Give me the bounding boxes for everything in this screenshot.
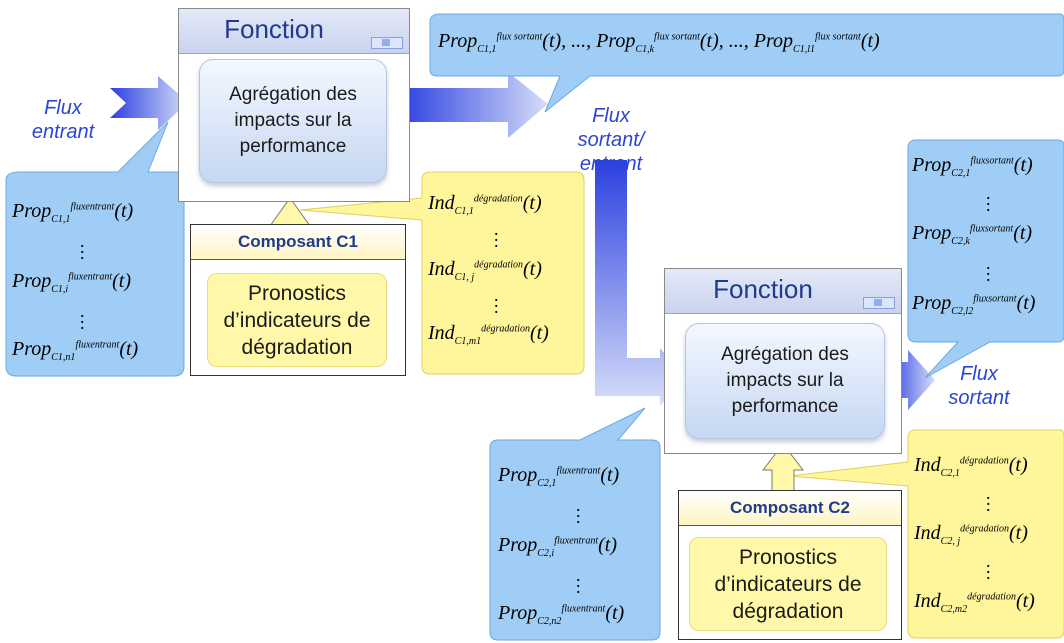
bottom-function-header: Fonction	[665, 269, 901, 314]
top-component-box: Composant C1 Pronostics d’indicateurs de…	[190, 224, 406, 376]
bottom-ind-3: IndC2,m2dégradation(t)	[914, 590, 1035, 615]
bottom-function-box: Fonction Agrégation des impacts sur la p…	[664, 268, 902, 454]
top-in-prop-3: PropC1,n1fluxentrant(t)	[12, 338, 139, 363]
bottom-out-dots-2: ...	[986, 253, 991, 285]
top-in-dots-2: ...	[80, 301, 85, 333]
flux-down-arrow	[595, 160, 684, 406]
top-aggregation-box: Agrégation des impacts sur la performanc…	[199, 59, 387, 183]
window-icon	[371, 37, 403, 49]
bottom-in-dots-1: ...	[576, 495, 581, 527]
bottom-in-prop-1: PropC2,1fluxentrant(t)	[498, 464, 620, 489]
top-in-prop-2: PropC1,ifluxentrant(t)	[12, 270, 131, 295]
top-ind-3: IndC1,m1dégradation(t)	[428, 322, 549, 347]
bottom-component-box: Composant C2 Pronostics d’indicateurs de…	[678, 490, 902, 640]
bottom-in-prop-3: PropC2,n2fluxentrant(t)	[498, 602, 625, 627]
top-ind-dots-2: ...	[494, 285, 499, 317]
bottom-ind-dots-1: ...	[986, 483, 991, 515]
bottom-function-title: Fonction	[713, 274, 813, 304]
bottom-out-prop-1: PropC2,1fluxsortant(t)	[912, 154, 1033, 179]
top-out-props: PropC1,1flux sortant(t), ..., PropC1,kfl…	[438, 30, 880, 55]
top-in-prop-1: PropC1,1fluxentrant(t)	[12, 200, 134, 225]
bottom-ind-2: IndC2, jdégradation(t)	[914, 522, 1028, 547]
flux-out-label: Flux sortant	[948, 363, 1010, 409]
bottom-pronostics-box: Pronostics d’indicateurs de dégradation	[689, 537, 887, 631]
flux-mid-label: Flux sortant/ entrant	[577, 105, 645, 175]
top-function-header: Fonction	[179, 9, 409, 54]
top-function-title: Fonction	[224, 14, 324, 44]
top-ind-2: IndC1, jdégradation(t)	[428, 258, 542, 283]
top-ind-dots-1: ...	[494, 219, 499, 251]
flux-mid-arrow	[400, 72, 548, 138]
window-icon	[863, 297, 895, 309]
top-component-title: Composant C1	[191, 225, 405, 260]
bottom-in-prop-2: PropC2,ifluxentrant(t)	[498, 534, 617, 559]
bottom-aggregation-box: Agrégation des impacts sur la performanc…	[685, 323, 885, 439]
top-in-dots-1: ...	[80, 231, 85, 263]
bottom-ind-1: IndC2,1dégradation(t)	[914, 454, 1028, 479]
flux-in-label: Flux entrant	[31, 97, 95, 143]
bottom-out-dots-1: ...	[986, 183, 991, 215]
bottom-in-callout	[489, 407, 661, 641]
top-ind-1: IndC1,1dégradation(t)	[428, 192, 542, 217]
bottom-out-prop-2: PropC2,kfluxsortant(t)	[912, 222, 1033, 247]
bottom-ind-dots-2: ...	[986, 551, 991, 583]
top-ind-callout	[299, 171, 585, 375]
bottom-out-prop-3: PropC2,l2fluxsortant(t)	[912, 292, 1036, 317]
flux-in-arrow	[110, 76, 188, 130]
top-function-box: Fonction Agrégation des impacts sur la p…	[178, 8, 410, 202]
bottom-in-dots-2: ...	[576, 565, 581, 597]
top-pronostics-box: Pronostics d’indicateurs de dégradation	[207, 273, 387, 367]
bottom-component-title: Composant C2	[679, 491, 901, 526]
